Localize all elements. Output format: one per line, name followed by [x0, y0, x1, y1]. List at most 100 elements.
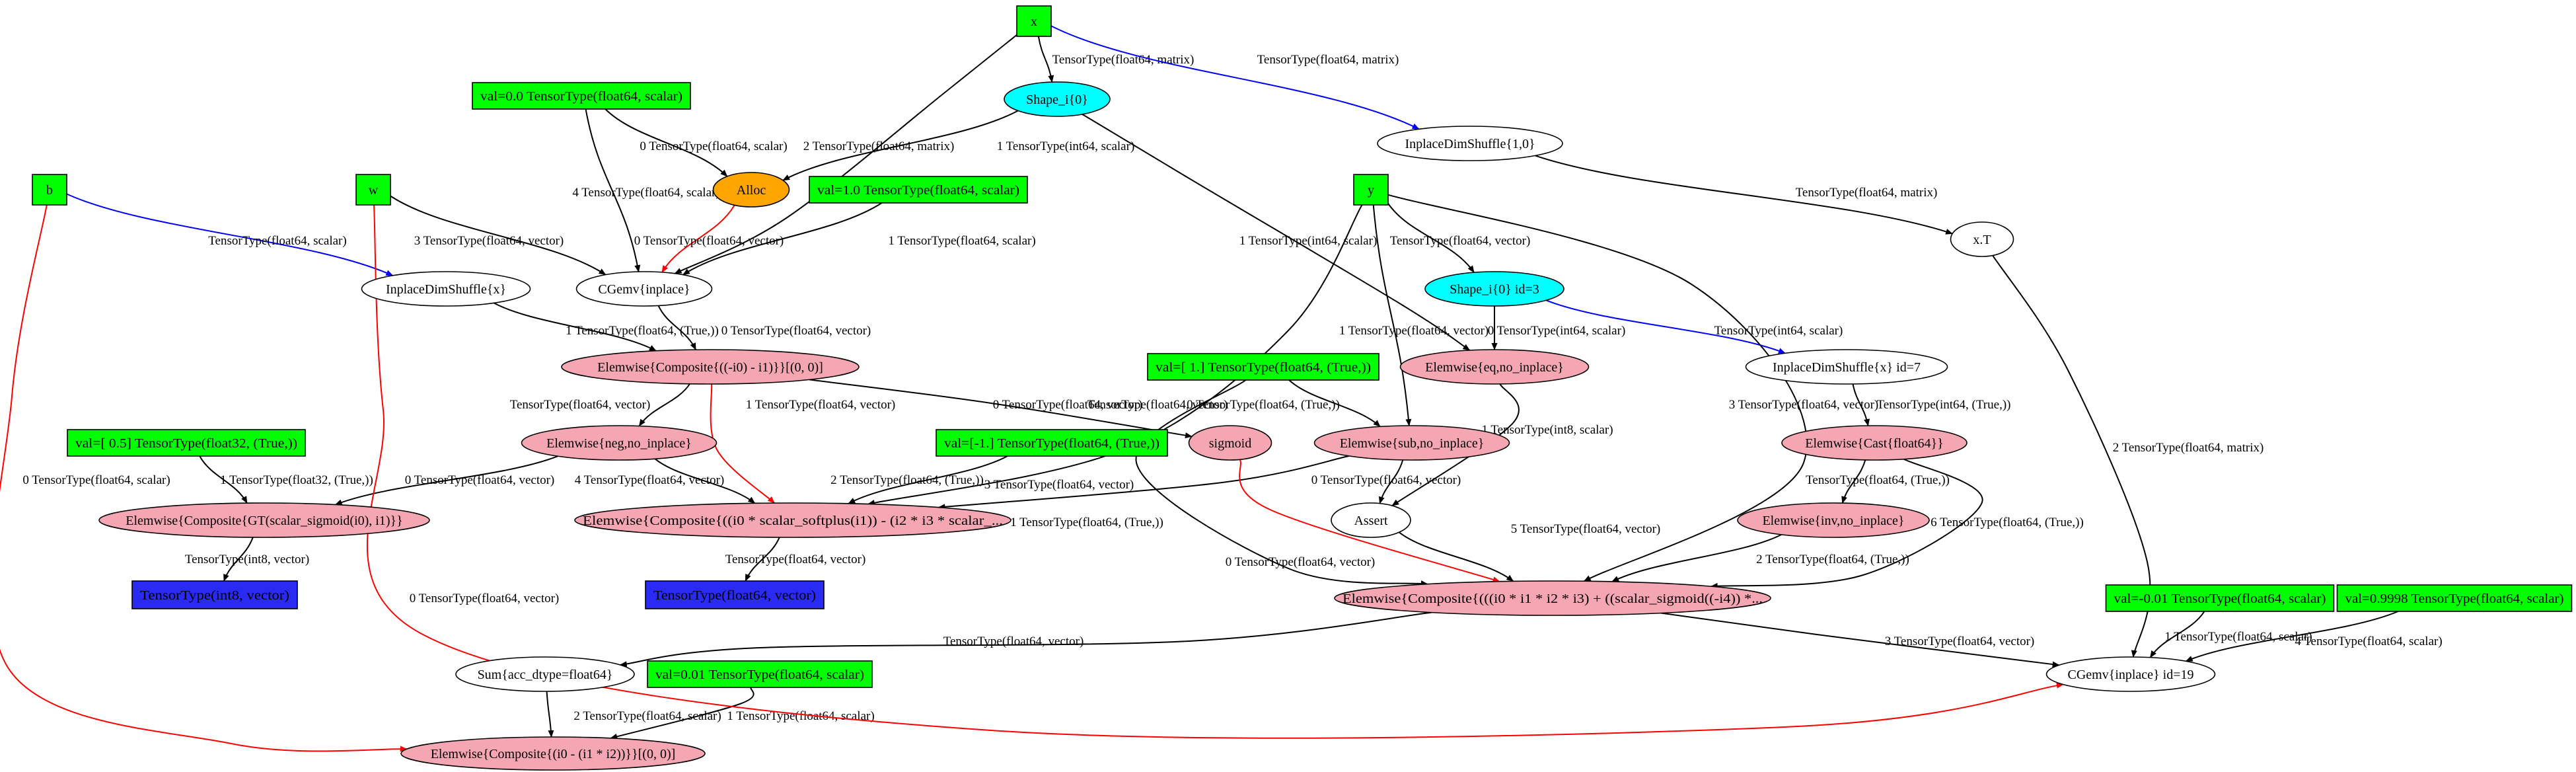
edge-gt-out_int8 [223, 537, 254, 582]
edge-valm1-softplus-label: 2 TensorType(float64, (True,)) [830, 473, 984, 487]
edge-sub-softplus-label: 3 TensorType(float64, vector) [984, 478, 1134, 492]
edge-dimshuffle_x-comp_neg_sub [494, 302, 657, 352]
edge-val001-final-label: 1 TensorType(float64, scalar) [727, 709, 874, 723]
node-val05-label: val=[ 0.5] TensorType(float32, (True,)) [75, 436, 297, 451]
node-shape_i0_3: Shape_i{0} id=3 [1424, 271, 1564, 307]
node-sum: Sum{acc_dtype=float64} [455, 656, 635, 692]
node-shape_i0-label: Shape_i{0} [1026, 93, 1088, 107]
edge-w-cgemv19-label: 0 TensorType(float64, vector) [410, 592, 560, 605]
edge-cast-bigcomp-label: 6 TensorType(float64, (True,)) [1931, 516, 2084, 529]
node-sigmoid: sigmoid [1188, 425, 1272, 461]
edge-assert-bigcomp-label: 5 TensorType(float64, vector) [1511, 522, 1661, 536]
node-valm001-label: val=-0.01 TensorType(float64, scalar) [2114, 592, 2326, 606]
edge-sigmoid-bigcomp-label: 0 TensorType(float64, vector) [1226, 555, 1376, 569]
node-val001: val=0.01 TensorType(float64, scalar) [647, 660, 873, 688]
edge-sigmoid-bigcomp [1239, 459, 1500, 583]
node-comp_neg_sub: Elemwise{Composite{((-i0) - i1)}}[(0, 0)… [561, 349, 860, 385]
edge-cast-inv [1841, 459, 1866, 504]
node-valm1: val=[-1.] TensorType(float64, (True,)) [936, 429, 1168, 457]
edge-y-softplus-label: 0 TensorType(float64, vector) [993, 398, 1143, 412]
node-val10-label: val=1.0 TensorType(float64, scalar) [817, 183, 1019, 198]
edge-w-cgemv1-label: 3 TensorType(float64, vector) [414, 234, 564, 248]
edge-b-final [0, 204, 408, 752]
node-val9998: val=0.9998 TensorType(float64, scalar) [2336, 584, 2573, 612]
edge-valm001-cgemv19 [2149, 611, 2205, 658]
edge-neg-softplus-label: 4 TensorType(float64, vector) [575, 473, 725, 487]
edge-shape_i0_3-eq-label: 0 TensorType(int64, scalar) [1488, 324, 1626, 338]
edge-shape_i0_3-dimshuffle_x7-label: TensorType(int64, scalar) [1714, 324, 1843, 338]
edge-b-final-label: 0 TensorType(float64, scalar) [22, 473, 170, 487]
node-cgemv1-label: CGemv{inplace} [598, 282, 690, 297]
node-w-label: w [369, 183, 379, 198]
edge-b-dimshuffle_x [66, 193, 394, 276]
edge-y-sub-label: 1 TensorType(float64, vector) [1339, 324, 1489, 338]
edge-gt-out_int8-label: TensorType(int8, vector) [185, 553, 309, 566]
edge-val001-final [610, 687, 754, 740]
node-val9998-label: val=0.9998 TensorType(float64, scalar) [2345, 592, 2564, 606]
edge-eq-assert [1391, 383, 1520, 506]
edge-sub-assert [1378, 459, 1404, 504]
node-neg: Elemwise{neg,no_inplace} [521, 425, 718, 461]
node-eq: Elemwise{eq,no_inplace} [1399, 349, 1590, 385]
edge-sub-assert-label: 0 TensorType(float64, vector) [1311, 473, 1461, 487]
node-val001-label: val=0.01 TensorType(float64, scalar) [655, 668, 864, 682]
edge-val1arr-sub [1288, 379, 1381, 428]
node-cgemv1: CGemv{inplace} [575, 271, 713, 307]
node-out_f64: TensorType(float64, vector) [645, 580, 825, 609]
node-softplus: Elemwise{Composite{((i0 * scalar_softplu… [574, 502, 1012, 538]
node-bigcomp: Elemwise{Composite{(((i0 * i1 * i2 * i3)… [1334, 580, 1771, 616]
edge-val10-cgemv1 [682, 202, 883, 276]
edge-val10-cgemv1-label: 1 TensorType(float64, scalar) [888, 234, 1035, 248]
edge-val1arr-bigcomp-label: 1 TensorType(float64, (True,)) [1010, 516, 1163, 529]
node-gt-label: Elemwise{Composite{GT(scalar_sigmoid(i0)… [126, 514, 402, 528]
node-assert-label: Assert [1354, 514, 1388, 528]
edge-val00-alloc [605, 108, 728, 177]
edge-y-shape_i0_3-label: TensorType(float64, vector) [1390, 234, 1531, 248]
node-cgemv19: CGemv{inplace} id=19 [2045, 656, 2216, 692]
node-x-label: x [1031, 15, 1037, 29]
node-comp_neg_sub-label: Elemwise{Composite{((-i0) - i1)}}[(0, 0)… [597, 360, 823, 375]
edge-comp_neg_sub-softplus-label: 1 TensorType(float64, vector) [746, 398, 896, 412]
node-dimshuffle_10: InplaceDimShuffle{1,0} [1377, 126, 1563, 161]
edge-val00-cgemv1 [585, 108, 641, 273]
edge-cast-bigcomp [1710, 458, 1983, 589]
edge-x-dimshuffle_10 [1050, 25, 1420, 130]
node-dimshuffle_x7: InplaceDimShuffle{x} id=7 [1745, 349, 1948, 385]
edge-xT-cgemv19-label: 2 TensorType(float64, matrix) [2113, 441, 2264, 455]
edge-y-softplus [867, 204, 1363, 506]
node-sub: Elemwise{sub,no_inplace} [1313, 425, 1510, 461]
edge-comp_neg_sub-sigmoid [809, 379, 1193, 439]
node-x: x [1016, 5, 1052, 37]
node-val1arr: val=[ 1.] TensorType(float64, (True,)) [1147, 353, 1380, 381]
node-assert: Assert [1331, 502, 1411, 538]
edge-cast-inv-label: TensorType(float64, (True,)) [1806, 473, 1950, 487]
edge-cgemv1-comp_neg_sub-label: 0 TensorType(float64, vector) [721, 324, 871, 338]
edge-y-sub [1372, 204, 1412, 427]
node-valm1-label: val=[-1.] TensorType(float64, (True,)) [944, 436, 1159, 451]
node-dimshuffle_10-label: InplaceDimShuffle{1,0} [1405, 137, 1535, 151]
node-val00-label: val=0.0 TensorType(float64, scalar) [480, 89, 682, 104]
node-val10: val=1.0 TensorType(float64, scalar) [809, 176, 1028, 204]
edge-bigcomp-cgemv19 [1660, 612, 2060, 668]
edge-bigcomp-sum [619, 611, 1432, 668]
edge-x-shape_i0-label: TensorType(float64, matrix) [1052, 53, 1195, 67]
edge-assert-bigcomp [1399, 531, 1514, 582]
node-valm001: val=-0.01 TensorType(float64, scalar) [2105, 584, 2335, 612]
node-out_int8: TensorType(int8, vector) [131, 580, 298, 609]
edge-shape_i0-eq [1082, 114, 1471, 351]
edge-inv-bigcomp [1611, 533, 1782, 582]
edge-val9998-cgemv19-label: 4 TensorType(float64, scalar) [2295, 635, 2442, 648]
edge-val9998-cgemv19 [2185, 611, 2399, 662]
edge-alloc-cgemv1-label: 0 TensorType(float64, vector) [634, 234, 784, 248]
node-y: y [1353, 174, 1389, 206]
edge-bigcomp-cgemv19-label: 3 TensorType(float64, vector) [1885, 635, 2035, 648]
node-cast-label: Elemwise{Cast{float64}} [1805, 436, 1943, 451]
node-out_int8-label: TensorType(int8, vector) [140, 588, 289, 603]
edge-dimshuffle_x7-cast [1852, 383, 1870, 427]
node-val05: val=[ 0.5] TensorType(float32, (True,)) [67, 429, 306, 457]
edge-sum-final [546, 691, 554, 738]
node-final: Elemwise{Composite{(i0 - (i1 * i2))}}[(0… [400, 736, 706, 771]
edge-val05-gt [199, 455, 248, 504]
